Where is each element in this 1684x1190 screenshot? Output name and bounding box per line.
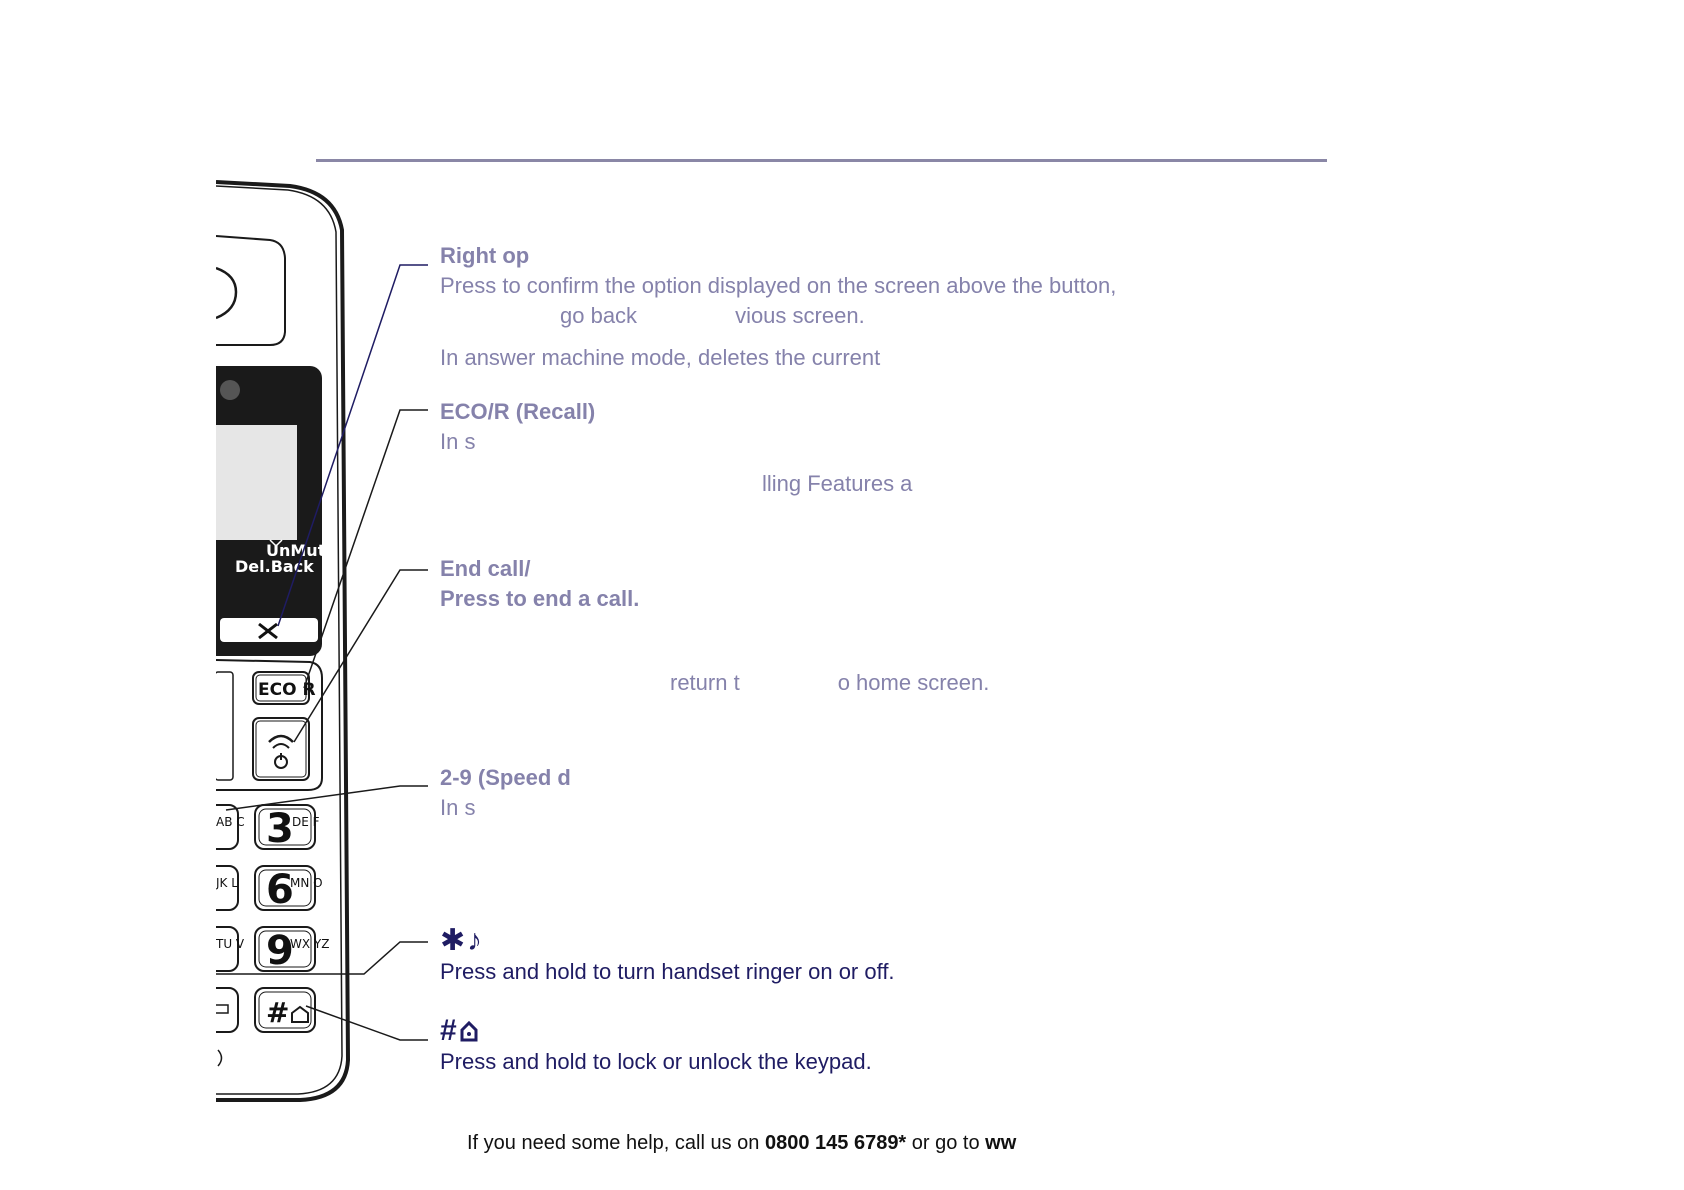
eco-recall-section: ECO/R (Recall) In s lling Features a [440,397,912,499]
leader-star [216,941,428,975]
earpiece [216,235,286,346]
lcd-screen [216,425,297,540]
right-option-line2a: go back [560,303,638,328]
help-website[interactable]: ww [985,1132,1017,1154]
hash-lock-icon [291,1005,309,1023]
end-call-key [252,717,310,781]
handset-illustration: UnMute Del.Back ECO R 3 DE F 6 MN O 9 WX… [215,180,428,1102]
eco-recall-line1: In s [440,429,476,454]
end-call-line2a: return t [670,670,740,695]
hash-glyph: # [266,996,289,1029]
key-3 [254,804,316,850]
softkey-label-line1: UnMute [266,541,336,560]
eco-r-key [252,671,310,705]
softkey-label-line2: Del.Back [235,557,314,576]
key-6 [254,865,316,911]
right-option-section: Right op Press to confirm the option dis… [440,241,1116,373]
speed-dial-line1: In s [440,795,476,820]
end-call-heading: End call/ [440,556,531,581]
lock-icon [460,1020,478,1042]
right-option-heading: Right op [440,243,530,268]
eco-recall-line2: lling Features a [762,471,913,496]
right-option-line2b: vious screen. [735,303,865,328]
hash-lock-symbol: # [440,1015,872,1047]
hash-text: Press and hold to lock or unlock the key… [440,1049,872,1074]
end-call-section: End call/ Press to end a call. return t o… [440,554,989,698]
star-section: ✱♪ Press and hold to turn handset ringer… [440,925,895,987]
nav-housing [216,659,323,791]
key-6-letters: MN O [290,876,323,890]
leader-eco [303,409,428,689]
key-3-digit: 3 [266,806,294,852]
eco-recall-heading: ECO/R (Recall) [440,399,596,424]
eco-r-label: ECO R [258,680,316,700]
star-ringer-icon: ✱♪ [440,924,485,957]
leader-speed-dial [225,785,428,811]
key-left-1-letters: AB C [216,815,245,829]
leader-hash [305,1005,428,1041]
help-phone-number: 0800 145 6789* [764,1132,907,1154]
header-rule [316,159,1327,162]
key-6-digit: 6 [266,867,294,913]
x-icon [258,622,278,640]
star-text: Press and hold to turn handset ringer on… [440,959,895,984]
speed-dial-heading: 2-9 (Speed d [440,765,571,790]
end-call-line1: Press to end a call. [440,586,640,611]
leader-end-call [293,569,428,743]
handset-body-outline [216,180,351,1102]
right-option-line1: Press to confirm the option displayed on… [440,273,1117,298]
key-9 [254,926,316,972]
hash-section: # Press and hold to lock or unlock the k… [440,1015,872,1077]
key-3-letters: DE F [292,815,320,829]
help-footer: If you need some help, call us on 0800 1… [467,1132,1017,1154]
end-call-line2b: o home screen. [837,670,990,695]
right-option-line3: In answer machine mode, deletes the curr… [440,345,881,370]
key-9-letters: WX YZ [290,937,329,951]
speed-dial-section: 2-9 (Speed d In s [440,763,571,823]
key-left-3-letters: TU V [215,937,245,951]
logo-mark [220,380,240,400]
key-9-digit: 9 [266,928,294,974]
key-left-2-letters: JK L [215,876,238,890]
leader-right-option [277,264,428,627]
